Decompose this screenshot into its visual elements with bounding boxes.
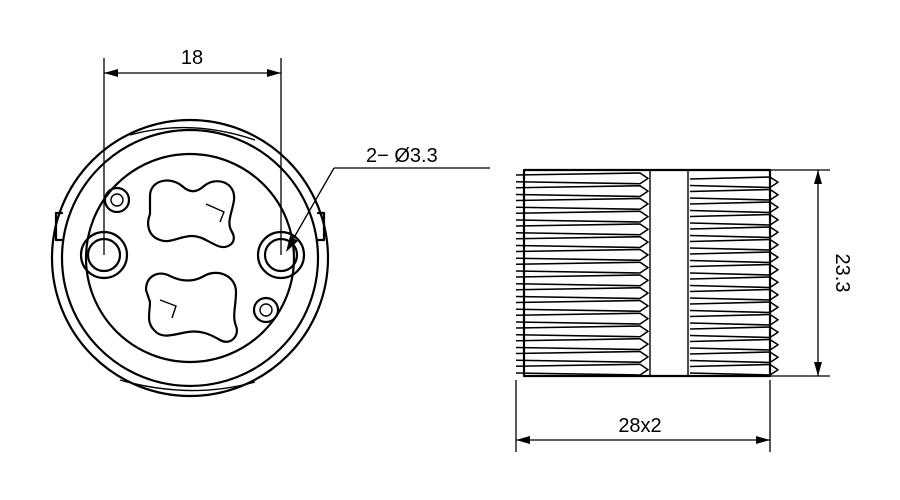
hole-note-label: 2− Ø3.3	[366, 145, 438, 167]
thread-tooth	[689, 351, 779, 364]
body-notch-left	[54, 211, 64, 242]
thread-tooth	[689, 326, 779, 339]
thread-tooth	[689, 263, 779, 276]
thread-tooth	[515, 286, 649, 300]
dimension-thread-label: 28x2	[618, 415, 661, 437]
locating-hole-bottom-right	[252, 296, 280, 324]
pin-slot-upper	[147, 179, 236, 249]
pin-slot-lower-keyway	[159, 299, 177, 319]
dimension-height-label: 23.3	[831, 254, 853, 293]
body-flat-top	[129, 126, 256, 141]
thread-tooth	[689, 251, 779, 264]
dimension-height	[770, 169, 830, 377]
thread-tooth	[515, 325, 649, 338]
face-ring-circle	[84, 152, 296, 364]
thread-tooth	[689, 338, 779, 351]
dimension-pin-spacing-label: 18	[181, 47, 203, 69]
outer-body-circle	[50, 118, 330, 398]
thread-tooth	[515, 312, 649, 325]
thread-tooth	[515, 261, 649, 274]
locating-hole-bottom-right-inner	[259, 303, 273, 317]
locating-hole-top-left-inner	[110, 193, 124, 207]
side-view	[515, 168, 779, 378]
locating-hole-top-left	[103, 186, 131, 214]
thread-tooth	[689, 176, 779, 189]
thread-tooth	[515, 172, 649, 185]
inner-rim-circle	[60, 128, 320, 388]
thread-tooth	[689, 276, 779, 289]
thread-tooth	[689, 188, 779, 201]
thread-tooth	[515, 248, 649, 262]
thread-tooth	[515, 197, 649, 211]
dimension-pin-spacing	[103, 58, 282, 255]
thread-left	[515, 172, 649, 376]
thread-tooth	[515, 210, 649, 223]
thread-tooth	[689, 313, 779, 326]
front-view	[50, 118, 330, 398]
thread-right	[689, 176, 779, 376]
thread-tooth	[515, 363, 649, 376]
pin-slot-upper-keyway	[205, 203, 225, 223]
body-notch-right	[316, 211, 326, 242]
thread-tooth	[515, 274, 649, 287]
pin-slot-lower	[144, 271, 238, 343]
thread-tooth	[515, 350, 649, 364]
thread-tooth	[515, 184, 649, 198]
thread-tooth	[515, 299, 649, 313]
hole-note-leader	[286, 167, 490, 252]
thread-tooth	[689, 301, 779, 314]
dimension-thread	[515, 380, 771, 452]
body-flat-bottom	[119, 379, 256, 392]
thread-tooth	[515, 223, 649, 236]
thread-tooth	[689, 363, 779, 376]
thread-tooth	[689, 288, 779, 301]
thread-tooth	[689, 226, 779, 239]
thread-tooth	[689, 213, 779, 226]
thread-tooth	[689, 201, 779, 214]
thread-tooth	[515, 235, 649, 249]
thread-tooth	[515, 337, 649, 351]
thread-tooth	[689, 238, 779, 251]
